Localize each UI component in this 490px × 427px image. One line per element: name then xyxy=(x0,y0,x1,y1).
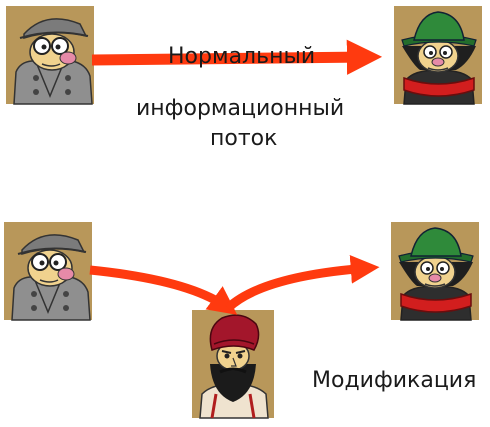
modified-arrow xyxy=(224,254,380,312)
caption-normal-line1: Нормальный xyxy=(168,44,316,69)
receiver-top-icon xyxy=(393,5,483,105)
caption-normal-line3: поток xyxy=(210,126,278,151)
sender-bottom-icon xyxy=(3,221,93,321)
caption-normal-line2: информационный xyxy=(136,96,345,121)
normal-flow-arrow xyxy=(91,39,383,75)
interceptor-icon xyxy=(190,308,276,420)
intercept-arrow xyxy=(89,265,238,315)
sender-top-icon xyxy=(5,5,95,105)
receiver-bottom-icon xyxy=(390,221,480,321)
caption-modification: Модификация xyxy=(312,368,477,393)
